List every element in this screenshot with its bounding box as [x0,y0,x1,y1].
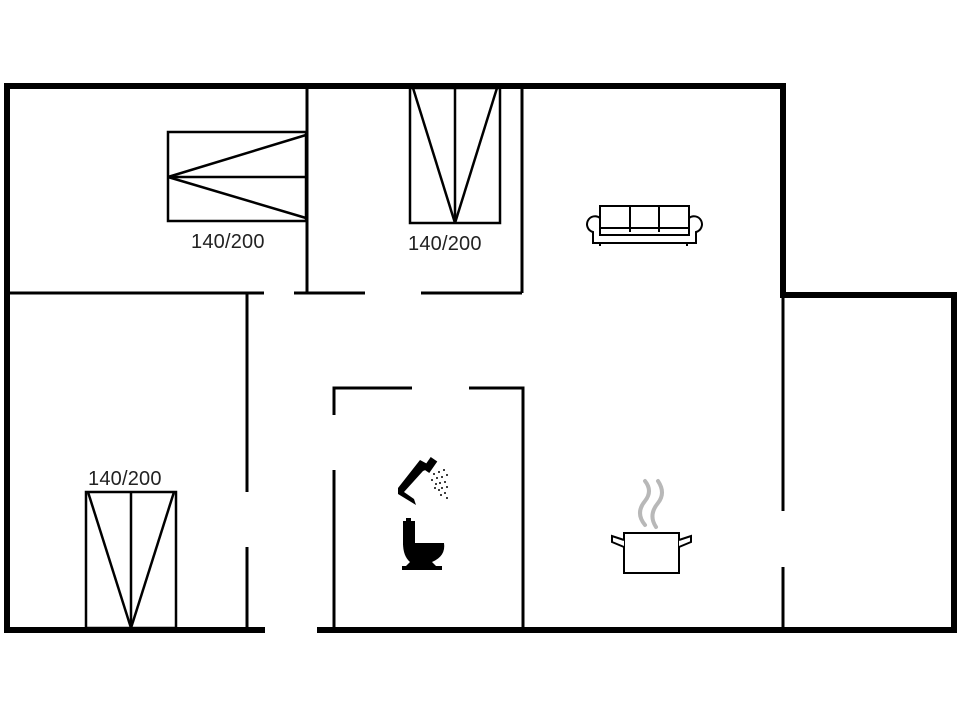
bed-size-label: 140/200 [88,468,162,490]
interior-walls [7,86,785,630]
bed-top-left [166,130,308,223]
toilet-icon [402,518,445,570]
bed-top-middle [408,86,502,225]
sofa-icon [586,205,703,246]
bed-size-label: 140/200 [408,233,482,255]
bed-bottom-left [84,490,178,630]
cooking-pot-icon [611,479,692,574]
shower-icon [398,456,448,505]
bed-size-label: 140/200 [191,231,265,253]
outer-walls [4,83,957,633]
